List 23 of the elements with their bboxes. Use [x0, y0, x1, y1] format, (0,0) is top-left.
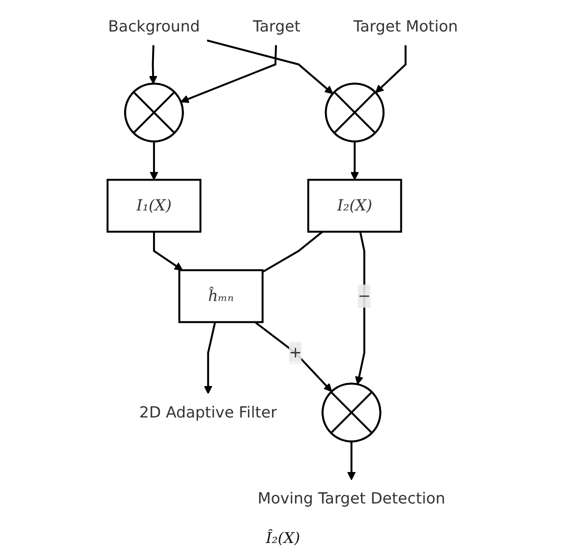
- arrow: [150, 141, 158, 180]
- arrow: [148, 45, 158, 84]
- arrow: [204, 322, 216, 394]
- signal-label: Î₂(X): [266, 529, 300, 547]
- node-text: Moving Target Detection: [258, 488, 446, 508]
- arrow: [350, 141, 359, 180]
- arrow: [355, 232, 366, 385]
- connector: [262, 230, 324, 273]
- node-text: Target Motion: [353, 16, 458, 36]
- node-box: I₁(X): [106, 178, 202, 233]
- arrow: [375, 45, 407, 94]
- node-text: Target: [252, 16, 300, 36]
- arrow: [254, 321, 332, 392]
- node-box: ĥₘₙ: [178, 269, 264, 324]
- arrow: [347, 441, 356, 480]
- edge-label: +: [288, 343, 302, 362]
- node-box: I₂(X): [307, 178, 402, 233]
- node-text: 2D Adaptive Filter: [139, 402, 277, 422]
- edge-label: −: [358, 286, 371, 305]
- arrow: [206, 39, 334, 94]
- arrow: [153, 232, 183, 271]
- node-text: Background: [108, 16, 200, 36]
- arrow: [180, 45, 277, 103]
